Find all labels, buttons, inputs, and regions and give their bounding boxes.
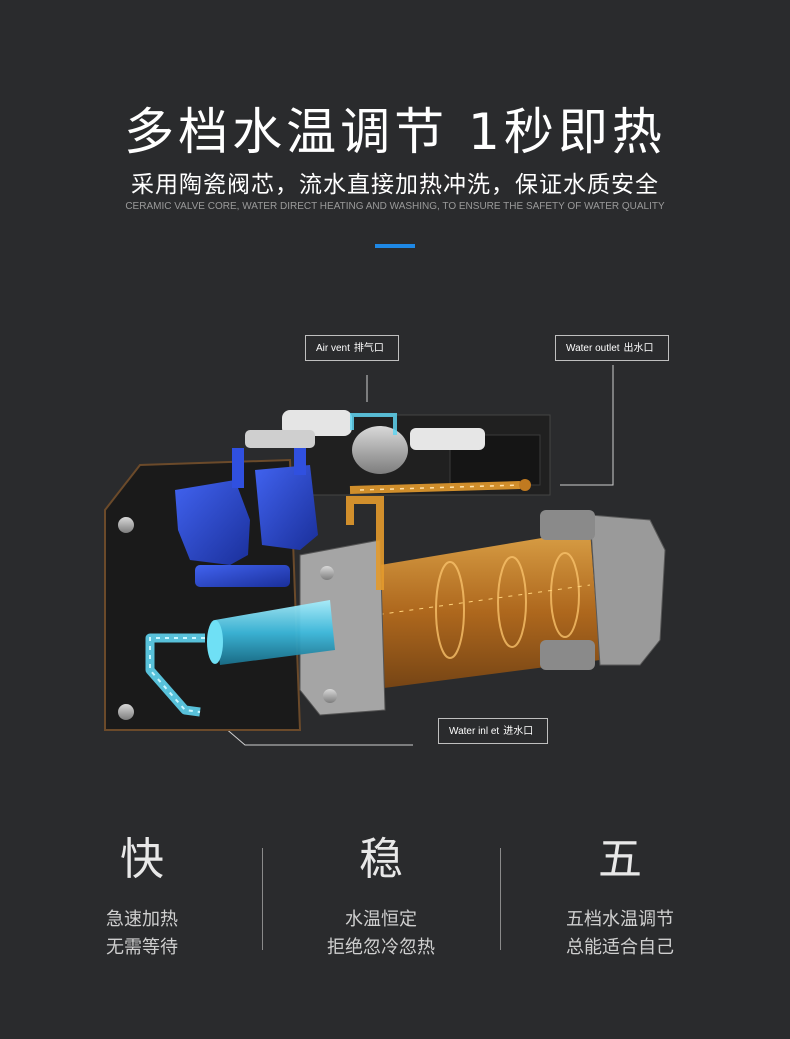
accent-bar [375,244,415,248]
feature-fast: 快 急速加热 无需等待 [22,830,262,962]
page-subtitle: 采用陶瓷阀芯，流水直接加热冲洗，保证水质安全 [131,172,659,198]
screw-icon [118,517,134,533]
ceramic-valve-core [352,426,408,474]
feature-divider [262,848,263,950]
air-vent-label-cn: 排气口 [353,343,384,354]
air-vent-label-en: Air vent [316,343,350,354]
feature-stable: 稳 水温恒定 拒绝忽冷忽热 [261,830,501,962]
feature-five-levels: 五 五档水温调节 总能适合自己 [500,830,740,962]
blue-valve-icon [255,465,318,550]
feature-five-line1: 五档水温调节 [566,909,674,930]
page-title: 多档水温调节 1秒即热 [124,103,666,161]
heater-end-cap-left [299,539,386,716]
feature-row: 快 急速加热 无需等待 稳 水温恒定 拒绝忽冷忽热 五 五档水温调节 总能适合自… [0,830,790,980]
screw-icon [320,566,334,580]
screw-icon [118,704,134,720]
hot-outlet-pipe [346,496,384,590]
water-outlet-leader [560,365,614,486]
hot-outlet-pipe-top [349,481,521,494]
blue-valve-icon [175,480,250,565]
feature-stable-line2: 拒绝忽冷忽热 [327,937,435,958]
air-vent-pipe [350,413,397,435]
cold-inlet-tube [215,600,335,665]
feature-five-title: 五 [598,834,642,885]
water-outlet-label-en: Water outlet [566,343,620,354]
screw-icon [323,689,337,703]
water-outlet-label-cn: 出水口 [623,343,654,354]
feature-stable-line1: 水温恒定 [345,909,417,930]
heater-end-cap-right [589,514,666,666]
feature-fast-line2: 无需等待 [106,937,178,958]
heater-tube [320,530,600,695]
air-vent-cap [282,410,352,436]
feature-five-line2: 总能适合自己 [566,937,674,958]
heater-illustration [104,365,666,746]
water-inlet-label-cn: 进水口 [503,726,534,737]
water-inlet-label-en: Water inl et [449,726,500,737]
feature-fast-title: 快 [120,834,164,885]
feature-divider [500,848,501,950]
feature-stable-title: 稳 [359,834,403,885]
page-subtitle-english: CERAMIC VALVE CORE, WATER DIRECT HEATING… [125,201,665,212]
feature-fast-line1: 急速加热 [106,909,178,930]
